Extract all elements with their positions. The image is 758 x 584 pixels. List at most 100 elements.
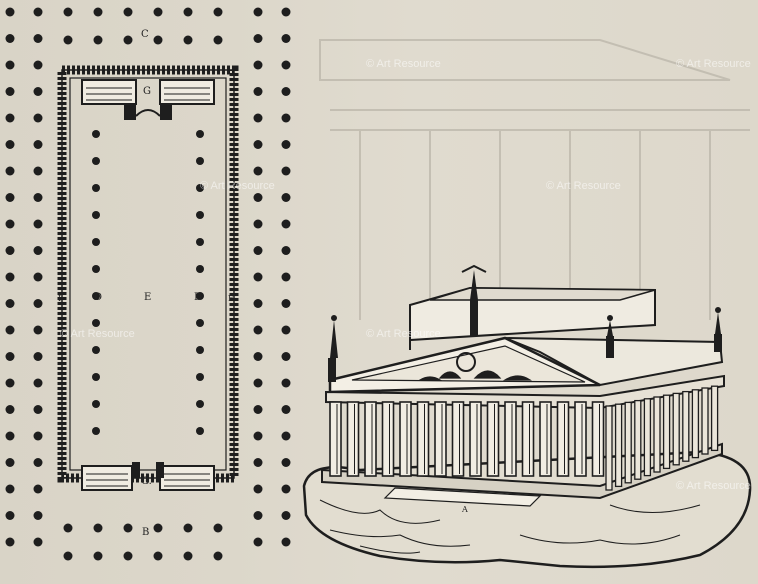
watermark: © Art Resource	[366, 58, 441, 70]
front-column	[346, 401, 360, 477]
elevation-label-a: A	[462, 505, 468, 514]
plan-column	[281, 87, 291, 96]
plan-column	[92, 319, 100, 327]
plan-column	[213, 35, 223, 45]
plan-column	[213, 551, 223, 561]
plan-column	[63, 7, 73, 17]
plan-column	[5, 87, 15, 96]
plan-label-d-right: D	[194, 292, 203, 303]
side-column	[710, 385, 719, 452]
plan-label-e: E	[144, 292, 152, 303]
front-column	[574, 401, 587, 477]
plan-column	[253, 484, 263, 494]
plan-column	[5, 60, 15, 70]
watermark: © Art Resource	[676, 58, 751, 70]
plan-column	[281, 537, 291, 547]
front-column	[434, 401, 447, 477]
plan-column	[183, 551, 193, 561]
plan-column	[5, 484, 15, 494]
plan-column	[63, 551, 73, 561]
plan-column	[253, 272, 263, 282]
plan-column	[5, 352, 15, 361]
watermark: © Art Resource	[676, 480, 751, 492]
plan-column	[281, 166, 291, 176]
plan-column	[281, 484, 291, 494]
plan-label-f: F	[228, 294, 234, 303]
plan-column	[5, 537, 15, 547]
plan-column	[253, 113, 263, 123]
plan-column	[281, 140, 291, 149]
side-column	[701, 387, 709, 455]
side-column	[691, 389, 700, 459]
front-column	[504, 401, 517, 477]
front-column	[591, 401, 605, 477]
plan-column	[281, 352, 291, 361]
plan-column	[5, 113, 15, 123]
front-column	[399, 401, 412, 477]
plan-rooms	[81, 79, 215, 491]
side-column	[614, 403, 623, 488]
side-colonnade	[605, 385, 719, 491]
plan-column	[153, 35, 163, 45]
side-column	[653, 396, 661, 473]
plan-column	[33, 7, 43, 17]
plan-column	[33, 140, 43, 149]
plan-column	[196, 130, 204, 138]
plan-column	[93, 35, 103, 45]
plan-column	[123, 551, 133, 561]
plan-column	[33, 246, 43, 255]
plan-column	[33, 537, 43, 547]
plan-column	[63, 35, 73, 45]
plan-column	[5, 431, 15, 441]
front-colonnade	[329, 401, 605, 477]
plan-column	[196, 211, 204, 219]
plan-column	[92, 238, 100, 246]
plan-column	[183, 35, 193, 45]
plan-room-hatching	[86, 87, 210, 487]
plan-column	[281, 193, 291, 202]
side-column	[634, 399, 642, 480]
plan-column-grid	[5, 7, 291, 561]
plan-column	[63, 523, 73, 533]
plan-column	[196, 400, 204, 408]
plan-column	[196, 292, 204, 300]
plan-column	[281, 219, 291, 229]
plan-column	[253, 299, 263, 308]
plan-column	[93, 523, 103, 533]
plan-column	[253, 140, 263, 149]
plan-column	[281, 431, 291, 441]
side-column	[662, 394, 671, 470]
plan-column	[33, 484, 43, 494]
plan-label-g-bottom: G.	[141, 476, 152, 487]
plan-label-i: I	[58, 294, 62, 303]
plan-column	[92, 346, 100, 354]
plan-column	[253, 60, 263, 70]
plan-column	[183, 523, 193, 533]
plan-column	[196, 238, 204, 246]
plan-column	[253, 87, 263, 96]
plan-column	[281, 113, 291, 123]
plan-column	[33, 34, 43, 43]
plan-column	[253, 325, 263, 335]
plan-column	[253, 352, 263, 361]
plan-column	[33, 352, 43, 361]
plan-column	[92, 157, 100, 165]
show-through-ghost	[319, 39, 750, 320]
plan-label-g-top: G	[143, 86, 151, 97]
plan-column	[196, 157, 204, 165]
side-column	[682, 390, 690, 462]
plan-column	[253, 193, 263, 202]
plan-column	[33, 60, 43, 70]
side-column	[643, 398, 652, 477]
plan-column	[213, 7, 223, 17]
plan-column	[281, 511, 291, 520]
plan-column	[5, 272, 15, 282]
plan-column	[5, 511, 15, 520]
plan-column	[281, 60, 291, 70]
plan-column	[253, 7, 263, 17]
statue-top-center	[461, 264, 487, 336]
plan-column	[281, 299, 291, 308]
plan-column	[123, 7, 133, 17]
